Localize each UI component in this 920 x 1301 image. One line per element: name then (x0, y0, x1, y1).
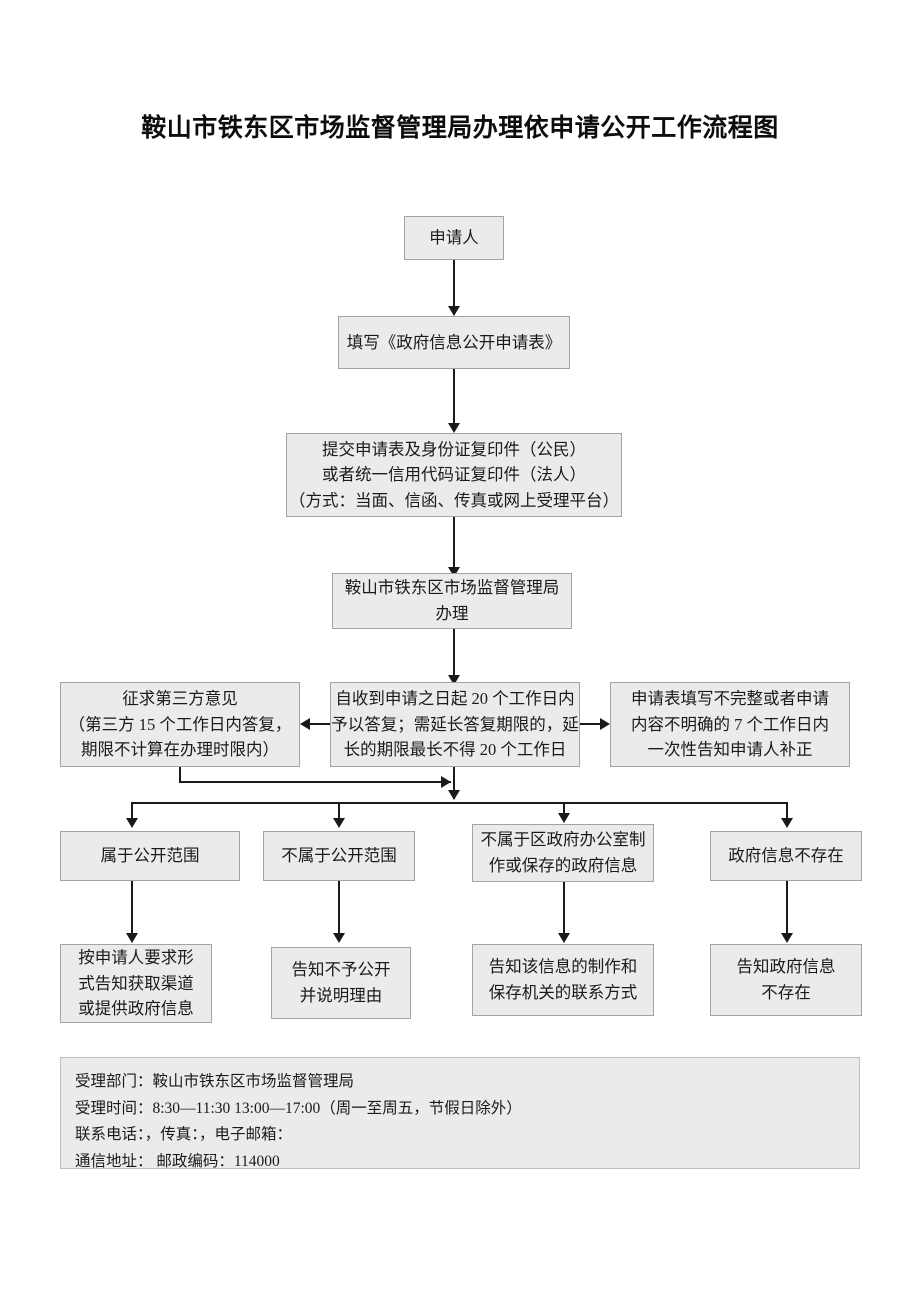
node-result-3-line2: 保存机关的联系方式 (488, 983, 638, 1002)
node-fill-form: 填写《政府信息公开申请表》 (338, 316, 570, 369)
connector-outcome-3-to-result-3 (563, 882, 565, 937)
arrowhead-incomplete (600, 718, 610, 730)
branch-4-drop (786, 802, 788, 822)
page-title: 鞍山市铁东区市场监督管理局办理依申请公开工作流程图 (141, 114, 779, 142)
footer-phone: 联系电话：，传真：，电子邮箱： (75, 1126, 293, 1144)
arrowhead-bus (448, 790, 460, 800)
connector-thirdparty-down (179, 767, 181, 783)
node-reply-period-line1: 自收到申请之日起 20 个工作日内 (335, 689, 575, 709)
node-outcome-2: 不属于公开范围 (263, 831, 415, 881)
node-outcome-3-line2: 作或保存的政府信息 (488, 856, 638, 875)
node-applicant: 申请人 (404, 216, 504, 260)
node-result-3: 告知该信息的制作和 保存机关的联系方式 (472, 944, 654, 1016)
arrowhead-thirdparty (300, 718, 310, 730)
node-reply-period-line3: 长的期限最长不得 20 个工作日 (343, 740, 567, 760)
node-submit-line3: （方式：当面、信函、传真或网上受理平台） (289, 490, 619, 510)
node-result-2: 告知不予公开 并说明理由 (271, 947, 411, 1019)
branch-3-drop (563, 802, 565, 817)
arrowhead-branch-4 (781, 818, 793, 828)
node-reply-period-line2: 予以答复；需延长答复期限的，延 (331, 714, 579, 734)
arrowhead-branch-3 (558, 813, 570, 823)
node-handle-line2: 办理 (435, 604, 469, 623)
node-outcome-2-line1: 不属于公开范围 (281, 846, 397, 866)
arrowhead-fillform (448, 306, 460, 316)
node-result-2-line1: 告知不予公开 (291, 960, 391, 980)
connector-handle-to-reply (453, 629, 455, 677)
node-incomplete-line1: 申请表填写不完整或者申请 (631, 689, 829, 709)
node-result-1-line1: 按申请人要求形 (78, 948, 194, 968)
arrowhead-handle (448, 567, 460, 577)
arrowhead-result-2 (333, 933, 345, 943)
node-incomplete-line2: 内容不明确的 7 个工作日内 (631, 714, 829, 734)
node-submit-materials: 提交申请表及身份证复印件（公民） 或者统一信用代码证复印件（法人） （方式：当面… (286, 433, 622, 517)
node-reply-period: 自收到申请之日起 20 个工作日内 予以答复；需延长答复期限的，延 长的期限最长… (330, 682, 580, 767)
node-third-party-line3: 期限不计算在办理时限内） (81, 740, 279, 760)
arrowhead-branch-1 (126, 818, 138, 828)
connector-thirdparty-right (179, 781, 451, 783)
node-submit-line1: 提交申请表及身份证复印件（公民） (322, 439, 586, 459)
node-result-4-line2: 不存在 (761, 983, 811, 1002)
arrowhead-result-4 (781, 933, 793, 943)
connector-reply-to-thirdparty (310, 723, 330, 725)
distribution-bus (131, 802, 786, 804)
arrowhead-result-3 (558, 933, 570, 943)
connector-outcome-4-to-result-4 (786, 881, 788, 937)
node-result-1-line3: 或提供政府信息 (78, 999, 194, 1019)
connector-outcome-1-to-result-1 (131, 881, 133, 937)
node-third-party-line2: （第三方 15 个工作日内答复， (68, 714, 292, 734)
node-handle-line1: 鞍山市铁东区市场监督管理局 (344, 578, 560, 598)
arrowhead-reply-period (448, 675, 460, 685)
arrowhead-result-1 (126, 933, 138, 943)
node-outcome-3: 不属于区政府办公室制 作或保存的政府信息 (472, 824, 654, 882)
node-bureau-handle: 鞍山市铁东区市场监督管理局 办理 (332, 573, 572, 629)
node-third-party-opinion: 征求第三方意见 （第三方 15 个工作日内答复， 期限不计算在办理时限内） (60, 682, 300, 767)
node-incomplete-application: 申请表填写不完整或者申请 内容不明确的 7 个工作日内 一次性告知申请人补正 (610, 682, 850, 767)
node-result-3-line1: 告知该信息的制作和 (488, 957, 638, 977)
node-result-1-line2: 式告知获取渠道 (78, 973, 194, 993)
footer-department: 受理部门：鞍山市铁东区市场监督管理局 (75, 1073, 355, 1090)
node-result-4: 告知政府信息 不存在 (710, 944, 862, 1016)
node-result-1: 按申请人要求形 式告知获取渠道 或提供政府信息 (60, 944, 212, 1023)
node-result-4-line1: 告知政府信息 (736, 957, 836, 977)
connector-outcome-2-to-result-2 (338, 881, 340, 937)
contact-info-panel: 受理部门：鞍山市铁东区市场监督管理局 受理时间：8:30—11:30 13:00… (60, 1057, 860, 1170)
footer-hours: 受理时间：8:30—11:30 13:00—17:00（周一至周五，节假日除外） (75, 1099, 522, 1117)
connector-applicant-to-fillform (453, 260, 455, 308)
arrowhead-branch-2 (333, 818, 345, 828)
node-result-2-line2: 并说明理由 (299, 986, 383, 1005)
node-applicant-line1: 申请人 (429, 228, 479, 248)
node-outcome-3-line1: 不属于区政府办公室制 (480, 830, 646, 850)
footer-address: 通信地址： 邮政编码：114000 (75, 1152, 280, 1170)
node-outcome-4: 政府信息不存在 (710, 831, 862, 881)
connector-reply-down-to-bus (453, 767, 455, 799)
node-outcome-4-line1: 政府信息不存在 (728, 846, 844, 866)
node-incomplete-line3: 一次性告知申请人补正 (647, 740, 813, 760)
connector-submit-to-handle (453, 517, 455, 569)
node-submit-line2: 或者统一信用代码证复印件（法人） (322, 465, 586, 485)
branch-2-drop (338, 802, 340, 822)
connector-reply-to-incomplete (580, 723, 600, 725)
node-third-party-line1: 征求第三方意见 (122, 689, 238, 709)
node-fill-form-line1: 填写《政府信息公开申请表》 (346, 332, 562, 352)
branch-1-drop (131, 802, 133, 822)
node-outcome-1: 属于公开范围 (60, 831, 240, 881)
node-outcome-1-line1: 属于公开范围 (100, 846, 200, 866)
arrowhead-merge-spine (441, 776, 451, 788)
arrowhead-submit (448, 423, 460, 433)
connector-fillform-to-submit (453, 369, 455, 425)
